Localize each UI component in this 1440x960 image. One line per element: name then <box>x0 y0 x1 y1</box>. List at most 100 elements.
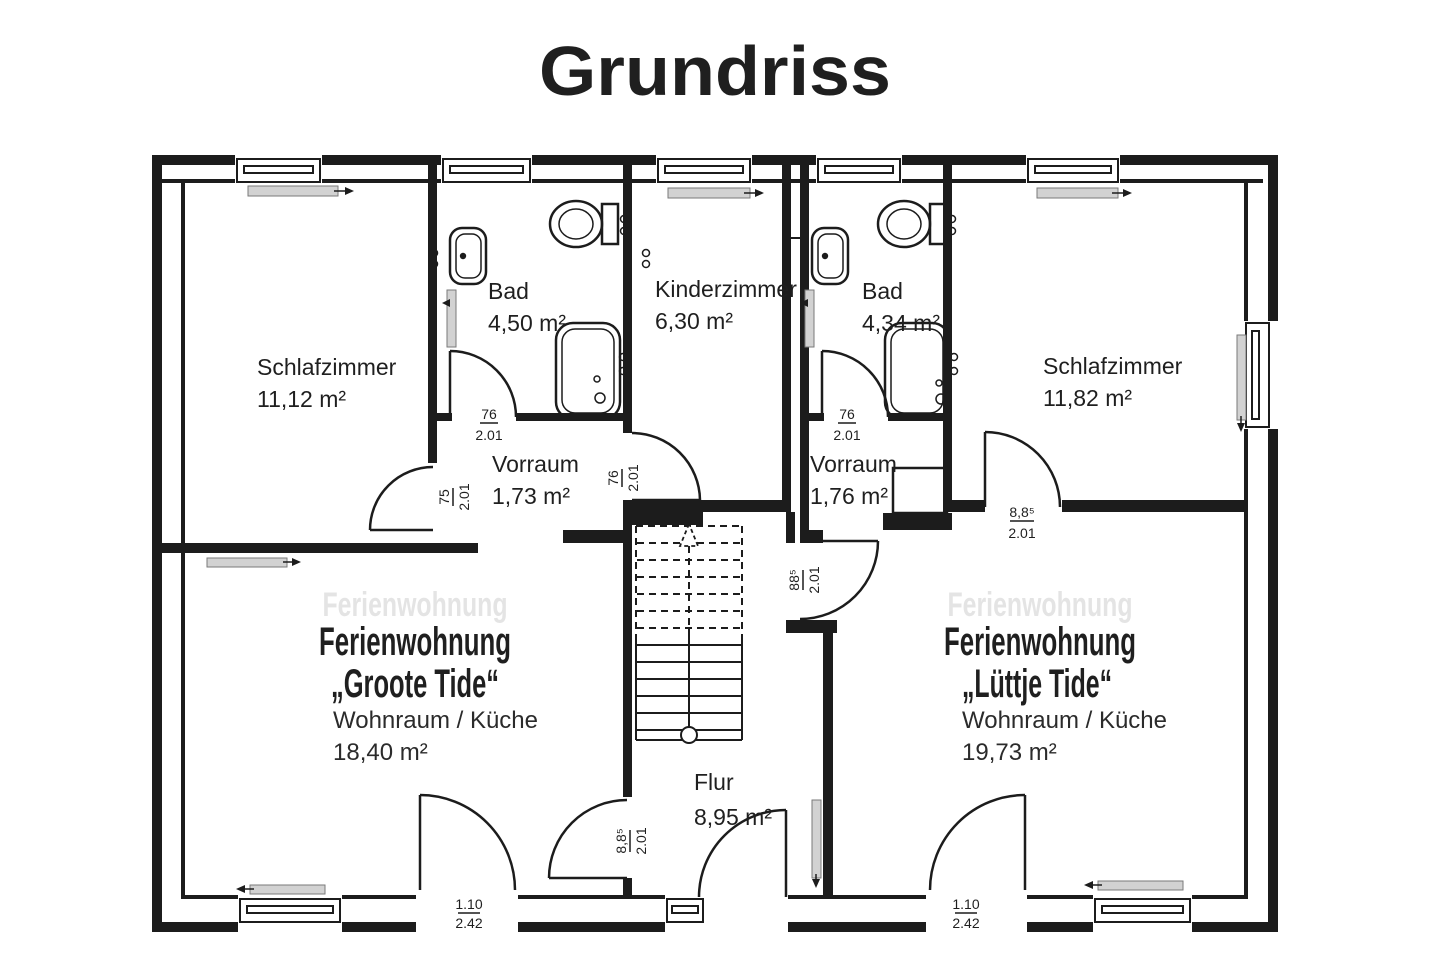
door-schlafzimmer-links <box>368 465 434 532</box>
apartment-area: 19,73 m² <box>962 739 1057 766</box>
door-height: 2.01 <box>456 483 472 510</box>
apartment-type: Ferienwohnung <box>944 620 1136 664</box>
door-wohnraum-links <box>547 798 628 880</box>
door-width: 8,8⁵ <box>1009 504 1034 520</box>
pipe-connection-marks <box>429 214 959 376</box>
door-width: 76 <box>839 406 855 422</box>
door-dim-eingang-rechts: 1.10 2.42 <box>952 896 979 931</box>
radiator <box>1084 880 1184 891</box>
door-height: 2.01 <box>806 566 822 593</box>
door-dim-bad-rechts: 76 2.01 <box>833 406 860 443</box>
scan-artifact-watermarks: Ferienwohnung Ferienwohnung <box>323 586 1133 624</box>
room-label-flur-name: Flur <box>694 769 734 795</box>
window-schlafzimmer-links <box>236 158 321 183</box>
door-dim-wohnraum-rechts: 88⁵ 2.01 <box>786 566 822 593</box>
room-label-flur-area: 8,95 m² <box>694 804 772 830</box>
toilet-icon <box>876 199 948 249</box>
room-label-schlafzimmer-rechts-name: Schlafzimmer <box>1043 353 1183 379</box>
door-schlafzimmer-rechts <box>983 430 1062 508</box>
door-width: 1.10 <box>952 896 979 912</box>
door-height: 2.42 <box>455 915 482 931</box>
door-width: 75 <box>436 489 452 505</box>
door-hauseingang-flur <box>697 808 788 898</box>
room-label-bad-links-area: 4,50 m² <box>488 310 566 336</box>
radiator <box>442 289 457 348</box>
door-height: 2.01 <box>633 827 649 854</box>
door-dimension-labels: 76 2.01 75 2.01 76 2.01 76 2.01 8,8⁵ 2.0… <box>436 406 1036 931</box>
radiator <box>206 557 301 568</box>
bathtub-icon <box>554 321 622 421</box>
door-height: 2.42 <box>952 915 979 931</box>
door-dim-wohnraum-links: 8,8⁵ 2.01 <box>613 827 649 854</box>
door-bad-links <box>448 349 518 418</box>
door-kinderzimmer <box>631 431 702 502</box>
door-wohnraum-rechts <box>799 539 880 621</box>
door-width: 76 <box>605 470 621 486</box>
radiator <box>1236 334 1247 432</box>
room-label-schlafzimmer-links-name: Schlafzimmer <box>257 354 397 380</box>
radiator <box>1036 187 1132 199</box>
bathtub-icon <box>883 321 951 421</box>
watermark-text: Ferienwohnung <box>323 586 508 624</box>
door-width: 76 <box>481 406 497 422</box>
window-bad-links <box>442 158 531 183</box>
apartment-area: 18,40 m² <box>333 739 428 766</box>
room-label-kinderzimmer-area: 6,30 m² <box>655 308 733 334</box>
window-flur <box>666 898 704 923</box>
door-width: 88⁵ <box>786 569 802 590</box>
window-bad-rechts <box>817 158 901 183</box>
door-dim-eingang-links: 1.10 2.42 <box>455 896 482 931</box>
room-label-vorraum-links-name: Vorraum <box>492 451 579 477</box>
door-width: 1.10 <box>455 896 482 912</box>
watermark-text: Ferienwohnung <box>948 586 1133 624</box>
toilet-icon <box>548 199 620 249</box>
stair-walkline-arrow <box>678 521 700 744</box>
room-label-bad-rechts-name: Bad <box>862 278 903 304</box>
room-label-vorraum-rechts-name: Vorraum <box>810 451 897 477</box>
room-label-schlafzimmer-rechts-area: 11,82 m² <box>1043 385 1132 411</box>
radiator <box>236 884 326 895</box>
door-eingang-links <box>418 793 517 891</box>
room-label-schlafzimmer-links-area: 11,12 m² <box>257 386 346 412</box>
room-label-vorraum-rechts-area: 1,76 m² <box>810 483 888 509</box>
door-bad-rechts <box>820 349 890 418</box>
apartment-type: Ferienwohnung <box>319 620 511 664</box>
room-label-bad-links-name: Bad <box>488 278 529 304</box>
door-dim-schlafzimmer-rechts: 8,8⁵ 2.01 <box>1008 504 1035 541</box>
sink-icon <box>448 226 488 286</box>
radiator <box>800 289 815 348</box>
radiator <box>811 799 822 888</box>
door-height: 2.01 <box>1008 525 1035 541</box>
page-title: Grundriss <box>539 32 891 110</box>
apartment-name: „Groote Tide“ <box>331 662 499 706</box>
window-kinderzimmer <box>657 158 751 183</box>
closet-shaft <box>891 466 949 515</box>
room-label-vorraum-links-area: 1,73 m² <box>492 483 570 509</box>
sink-icon <box>810 226 850 286</box>
window-schlafzimmer-rechts-seite <box>1245 322 1270 428</box>
apartment-label-luettje-tide: Ferienwohnung „Lüttje Tide“ Wohnraum / K… <box>944 620 1167 766</box>
door-width: 8,8⁵ <box>613 828 629 853</box>
door-height: 2.01 <box>625 464 641 491</box>
door-height: 2.01 <box>475 427 502 443</box>
radiator <box>667 187 764 199</box>
apartment-room: Wohnraum / Küche <box>333 707 538 734</box>
room-label-kinderzimmer-name: Kinderzimmer <box>655 276 797 302</box>
apartment-name: „Lüttje Tide“ <box>962 662 1112 706</box>
staircase <box>635 521 743 744</box>
radiators <box>206 185 1247 895</box>
radiator <box>247 185 354 197</box>
bath-fixtures-right <box>810 199 951 421</box>
window-wohnraum-links <box>239 898 341 923</box>
room-labels: Schlafzimmer 11,12 m² Bad 4,50 m² Kinder… <box>257 276 1183 830</box>
bath-fixtures-left <box>448 199 622 421</box>
door-dim-schlafzimmer-links: 75 2.01 <box>436 483 472 510</box>
door-dim-bad-links: 76 2.01 <box>475 406 502 443</box>
door-height: 2.01 <box>833 427 860 443</box>
doors <box>368 349 1062 898</box>
room-label-bad-rechts-area: 4,34 m² <box>862 310 940 336</box>
apartment-label-groote-tide: Ferienwohnung „Groote Tide“ Wohnraum / K… <box>319 620 538 766</box>
window-wohnraum-rechts <box>1094 898 1191 923</box>
